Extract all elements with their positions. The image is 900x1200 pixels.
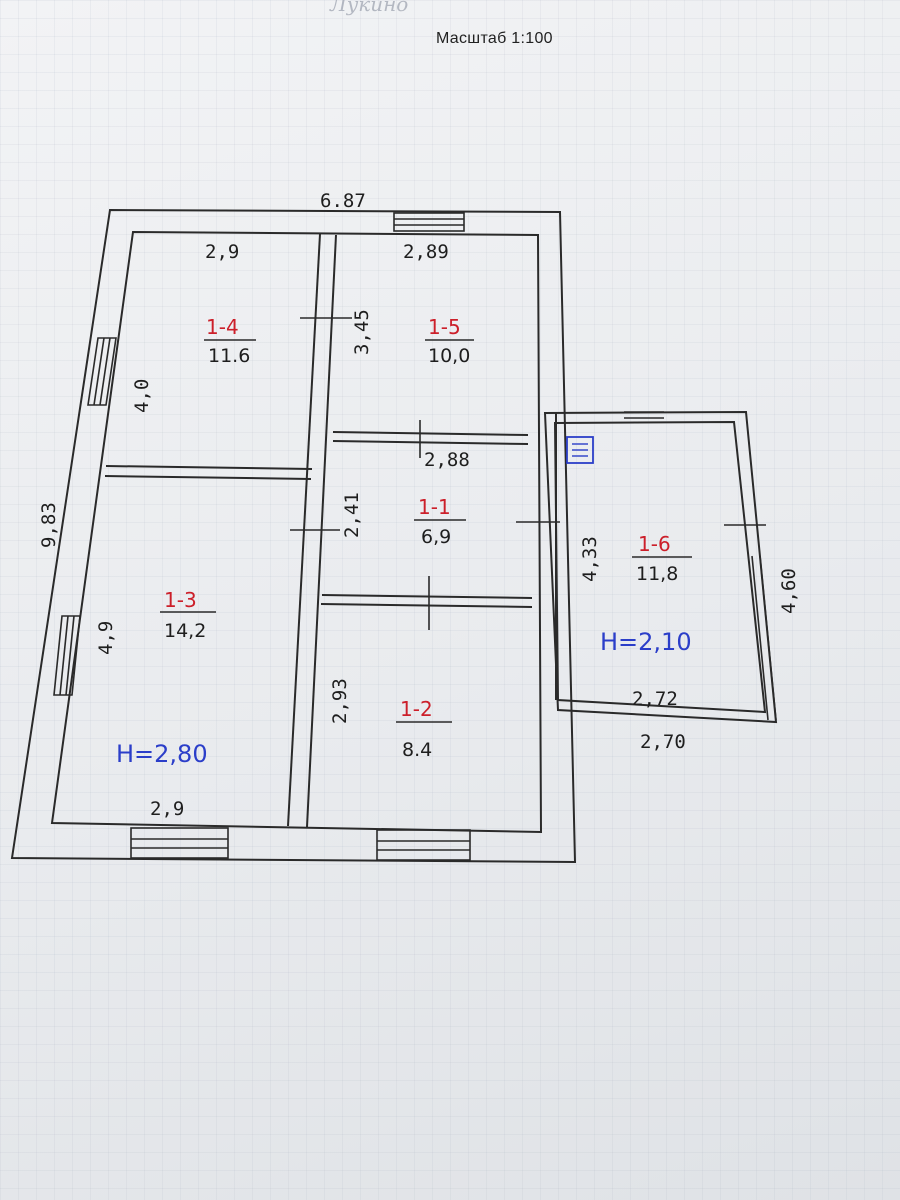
- room-1-3-height: 4,9: [95, 621, 117, 655]
- room-1-4-area: 11.6: [208, 345, 250, 367]
- partition-vertical-right: [306, 234, 337, 828]
- room-1-6-area: 11,8: [636, 563, 678, 585]
- header-handwriting: Лукино: [330, 0, 409, 16]
- room-1-2-height: 2,93: [329, 678, 351, 724]
- window-top: [393, 212, 465, 232]
- room-1-6-height-left: 4,33: [579, 536, 601, 582]
- fraction-lines: [160, 339, 692, 723]
- window-annex-right: [751, 555, 777, 721]
- room-1-5-width: 2,89: [403, 241, 449, 263]
- window-left-upper: [87, 337, 117, 406]
- stove-icon: [566, 436, 594, 464]
- partition-left-lower: [104, 475, 312, 480]
- room-1-1-id: 1-1: [418, 495, 451, 519]
- room-1-4-id: 1-4: [206, 315, 239, 339]
- room-1-6-height-right: 4,60: [778, 568, 800, 614]
- room-1-3-id: 1-3: [164, 588, 197, 612]
- room-1-4-width: 2,9: [205, 241, 239, 263]
- partition-mid-lower-b: [320, 603, 533, 608]
- window-bottom-right: [376, 829, 471, 861]
- room-1-3-area: 14,2: [164, 620, 206, 642]
- room-1-6-width-inner: 2,72: [632, 688, 678, 710]
- room-1-5-id: 1-5: [428, 315, 461, 339]
- partition-mid-upper-b: [332, 440, 529, 445]
- door-ticks: [290, 317, 766, 630]
- ceiling-height-main: H=2,80: [116, 740, 208, 768]
- scale-label: Масштаб 1:100: [436, 30, 553, 47]
- room-1-2-area: 8.4: [402, 739, 432, 761]
- room-1-2-id: 1-2: [400, 697, 433, 721]
- annex-outer-wall: [543, 410, 778, 724]
- room-1-6-id: 1-6: [638, 532, 671, 556]
- window-bottom-left: [130, 827, 229, 859]
- partition-mid-lower-a: [321, 594, 533, 599]
- room-1-6-width-outer: 2,70: [640, 731, 686, 753]
- dim-top-width: 6.87: [320, 190, 366, 212]
- partition-mid-upper-a: [332, 431, 529, 436]
- partition-left-upper: [105, 465, 313, 470]
- dim-left-height: 9,83: [38, 502, 60, 548]
- room-1-1-width: 2,88: [424, 449, 470, 471]
- room-1-3-width: 2,9: [150, 798, 184, 820]
- room-1-1-area: 6,9: [421, 526, 451, 548]
- window-left-lower: [53, 615, 81, 696]
- room-1-1-height: 2,41: [341, 492, 363, 538]
- ceiling-height-annex: H=2,10: [600, 628, 692, 656]
- room-1-5-area: 10,0: [428, 345, 470, 367]
- main-outer-wall: [10, 208, 577, 864]
- window-annex-top: [624, 411, 664, 419]
- room-1-5-height: 3,45: [351, 309, 373, 355]
- room-1-4-height: 4,0: [131, 379, 153, 413]
